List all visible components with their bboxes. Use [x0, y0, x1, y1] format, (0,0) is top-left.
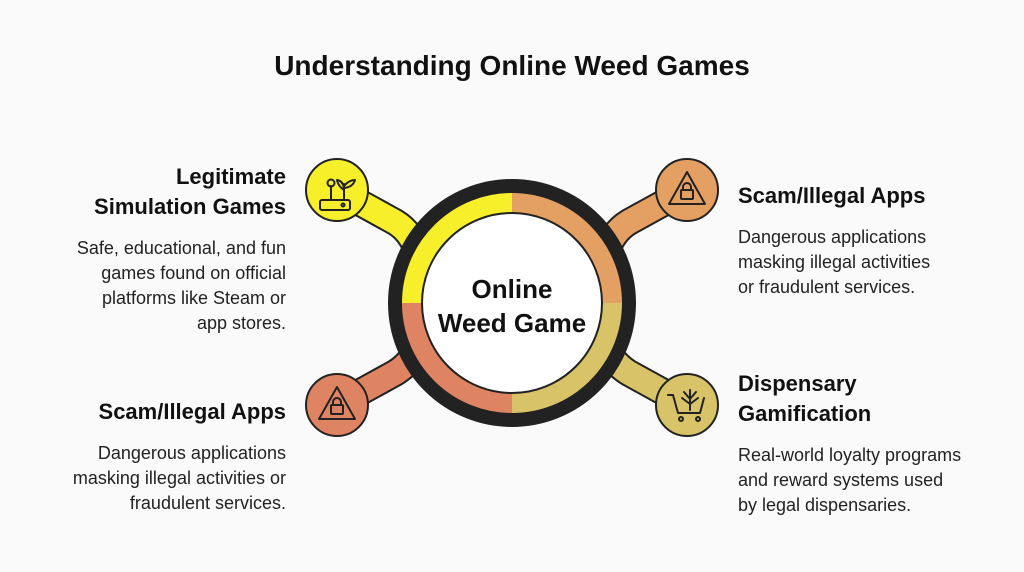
center-label: Online Weed Game: [412, 272, 612, 340]
center-label-line1: Online: [471, 274, 553, 304]
block-heading: Scam/Illegal Apps: [738, 183, 926, 208]
center-label-line2: Weed Game: [437, 308, 587, 338]
node-top-left: [305, 158, 369, 222]
description-line: masking illegal activities or: [72, 468, 286, 488]
center-ring: [388, 179, 636, 427]
description-line: fraudulent services.: [129, 493, 286, 513]
description-line: games found on official: [101, 263, 286, 283]
warning-lock-icon: [318, 386, 356, 420]
description-line: and reward systems used: [738, 470, 944, 490]
block-scam-illegal-apps-left: Scam/Illegal Apps Dangerous applications…: [20, 397, 286, 516]
ring-segment-top-right: [511, 193, 622, 304]
block-legitimate-simulation-games: Legitimate Simulation Games Safe, educat…: [20, 162, 286, 336]
joystick-plant-icon: [319, 178, 356, 211]
page-title: Understanding Online Weed Games: [274, 50, 750, 81]
block-description: Real-world loyalty programs and reward s…: [738, 443, 1008, 518]
description-line: masking illegal activities: [738, 252, 931, 272]
description-line: by legal dispensaries.: [738, 495, 912, 515]
ring-segment-bottom-left: [402, 302, 513, 413]
ring-segment-top-left: [402, 193, 513, 304]
block-description: Dangerous applications masking illegal a…: [738, 225, 1008, 300]
block-heading: Scam/Illegal Apps: [98, 399, 286, 424]
description-line: or fraudulent services.: [738, 277, 916, 297]
block-description: Safe, educational, and fun games found o…: [20, 236, 286, 336]
block-heading-line: Simulation Games: [94, 194, 286, 219]
description-line: app stores.: [196, 313, 286, 333]
block-dispensary-gamification: Dispensary Gamification Real-world loyal…: [738, 369, 1008, 518]
node-bottom-left: [305, 373, 369, 437]
description-line: Real-world loyalty programs: [738, 445, 962, 465]
block-heading: Legitimate Simulation Games: [20, 162, 286, 222]
cannabis-cart-icon: [667, 389, 705, 422]
block-description: Dangerous applications masking illegal a…: [20, 441, 286, 516]
description-line: Safe, educational, and fun: [76, 238, 286, 258]
block-heading: Dispensary Gamification: [738, 369, 1008, 429]
warning-lock-icon: [668, 171, 706, 205]
block-heading-line: Gamification: [738, 401, 872, 426]
description-line: Dangerous applications: [738, 227, 927, 247]
ring-segment-bottom-right: [511, 302, 622, 413]
description-line: Dangerous applications: [97, 443, 286, 463]
node-top-right: [655, 158, 719, 222]
block-scam-illegal-apps-right: Scam/Illegal Apps Dangerous applications…: [738, 181, 1008, 300]
description-line: platforms like Steam or: [101, 288, 286, 308]
node-bottom-right: [655, 373, 719, 437]
block-heading-line: Legitimate: [175, 164, 286, 189]
block-heading-line: Dispensary: [738, 371, 857, 396]
